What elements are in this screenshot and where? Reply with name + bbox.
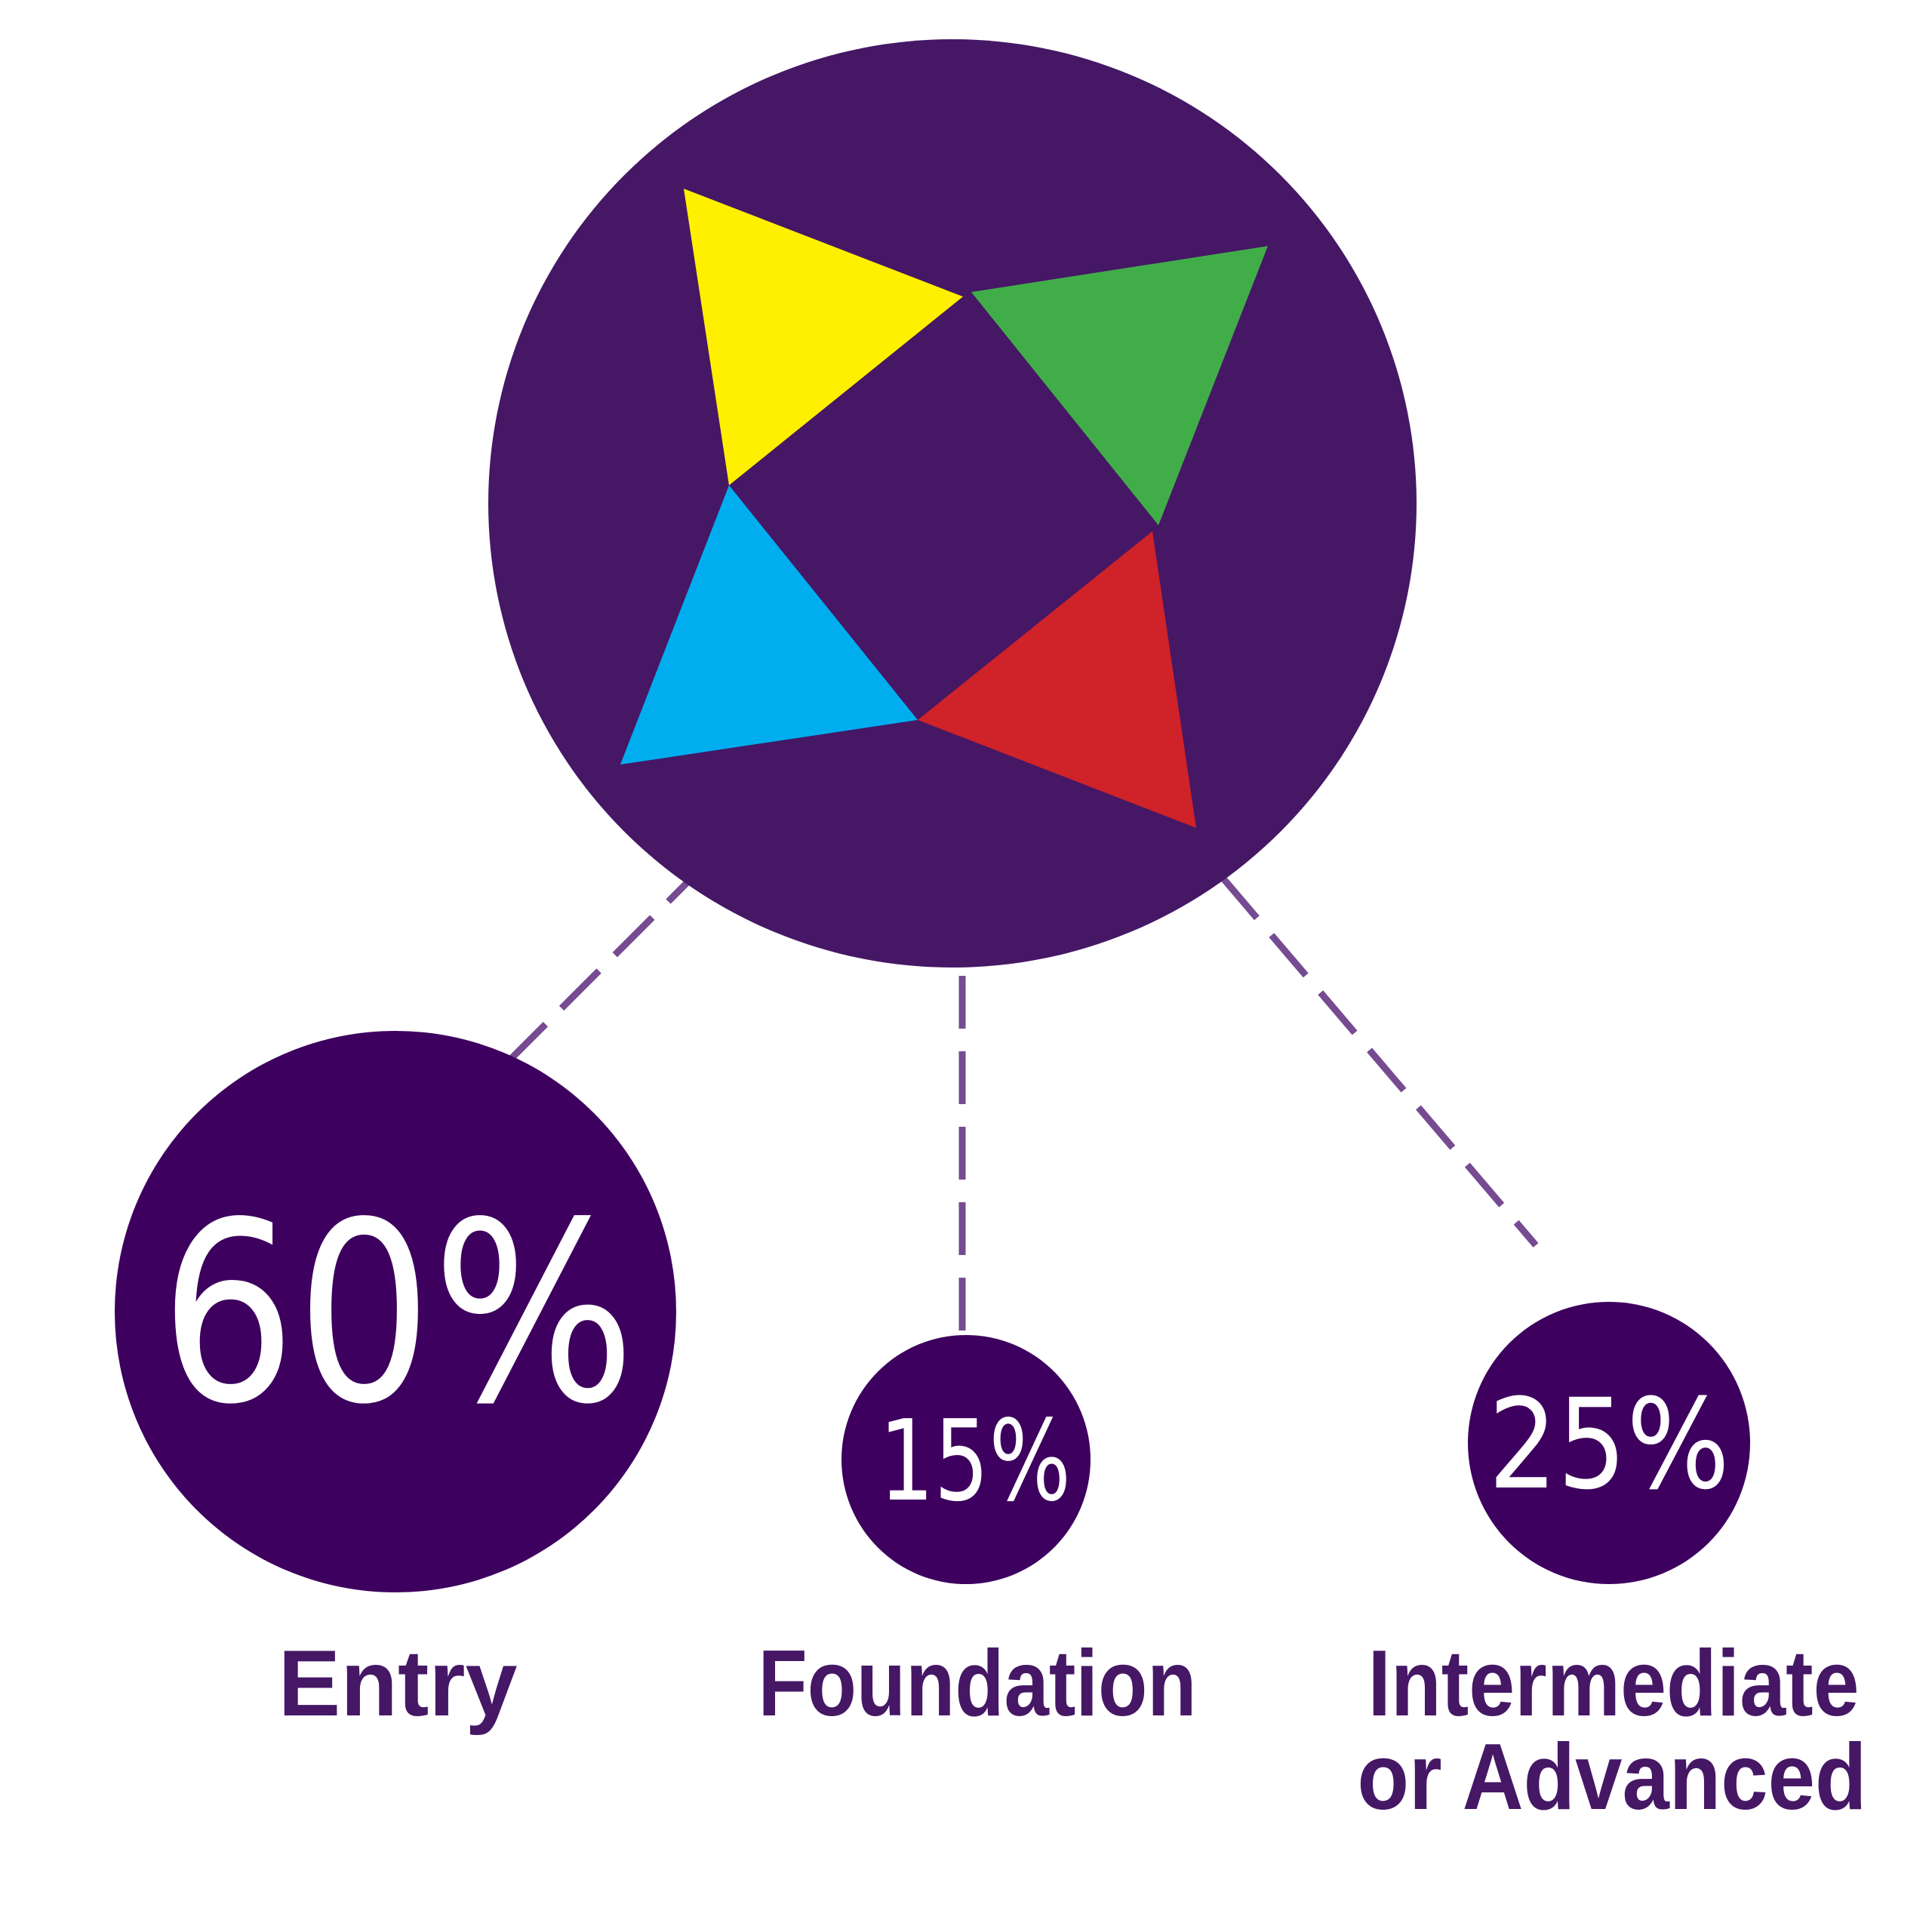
green-triangle xyxy=(971,246,1268,525)
entry-percent-circle xyxy=(115,1031,676,1592)
connectors xyxy=(491,861,1539,1340)
foundation-percent-circle xyxy=(841,1335,1091,1584)
connector-entry xyxy=(491,861,709,1078)
level-foundation: 15% Foundation xyxy=(758,1335,1197,1736)
pinwheel-logo-icon xyxy=(488,39,1417,968)
foundation-percent: 15% xyxy=(879,1396,1071,1526)
connector-intermediate xyxy=(1220,875,1539,1247)
intermediate-label-line2: or Advanced xyxy=(1358,1725,1867,1829)
level-entry: 60% Entry xyxy=(115,1031,676,1736)
intermediate-percent: 25% xyxy=(1488,1372,1730,1517)
blue-triangle xyxy=(620,485,918,764)
yellow-triangle xyxy=(684,189,963,485)
entry-label: Entry xyxy=(278,1632,518,1736)
level-intermediate-advanced: 25% Intermediate or Advanced xyxy=(1358,1302,1867,1829)
foundation-label: Foundation xyxy=(758,1632,1197,1736)
entry-percent: 60% xyxy=(160,1169,635,1459)
intermediate-label-line1: Intermediate xyxy=(1368,1632,1860,1736)
main-circle xyxy=(488,39,1417,968)
intermediate-percent-circle xyxy=(1468,1302,1750,1584)
red-triangle xyxy=(918,531,1196,828)
